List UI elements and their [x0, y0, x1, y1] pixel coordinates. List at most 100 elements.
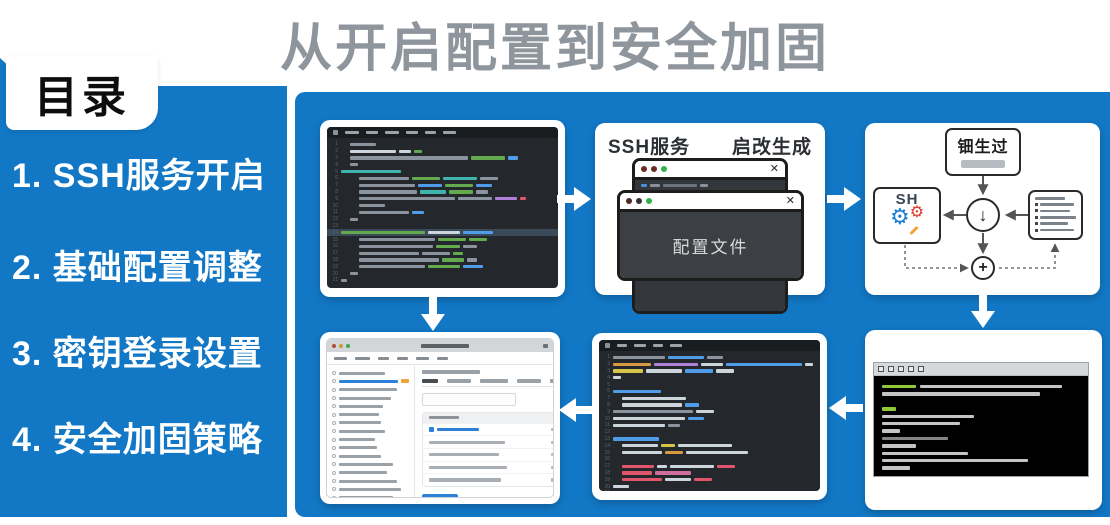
- code-tokens: [613, 355, 723, 359]
- code-tokens: [341, 244, 477, 248]
- code-token-bar: [359, 190, 417, 194]
- terminal-text-area: [874, 376, 1088, 472]
- document-list-box: [1028, 190, 1083, 240]
- window-control-icon: [543, 343, 548, 348]
- terminal-line: [882, 390, 1080, 397]
- menu-item-bar: [437, 356, 448, 360]
- keygen-label-box: 钿生过: [945, 128, 1021, 176]
- code-tokens: [341, 142, 376, 146]
- line-number: 6: [335, 175, 338, 182]
- terminal-text-bar: [882, 414, 974, 418]
- line-number: 16: [332, 243, 338, 250]
- code-token-bar: [696, 410, 714, 414]
- titlebar-glyph-icon: [918, 366, 924, 372]
- list-row: [423, 460, 553, 474]
- code-token-bar: [359, 244, 433, 248]
- breadcrumb-bar: [422, 370, 480, 374]
- ssh-tool-label: SH: [895, 191, 919, 208]
- flow-arrow-down-icon: [419, 296, 447, 332]
- code-token-bar: [341, 231, 425, 235]
- row-meta: [551, 427, 553, 432]
- code-editor-window: 12345678910111213141516171819202122: [599, 340, 820, 491]
- code-line: 12: [327, 216, 558, 223]
- code-line: 14: [599, 442, 820, 449]
- code-token-bar: [412, 176, 440, 180]
- code-tokens: [341, 183, 492, 187]
- toc-item: 1. SSH服务开启: [12, 157, 266, 195]
- terminal-text-bar: [882, 421, 960, 426]
- tab-item: [422, 378, 438, 383]
- bullet-icon: [1035, 215, 1038, 219]
- tree-item-label: [339, 454, 381, 458]
- code-token-bar: [341, 169, 401, 174]
- app-titlebar: [327, 339, 553, 352]
- code-tokens: [341, 265, 483, 269]
- menu-item-bar: [670, 344, 682, 347]
- code-token-bar: [471, 156, 505, 160]
- code-tokens: [613, 362, 813, 366]
- code-line: 3: [599, 368, 820, 375]
- terminal-line: [882, 435, 1080, 442]
- terminal-text-bar: [882, 392, 1040, 396]
- code-line: 1: [599, 354, 820, 361]
- terminal-line: [882, 383, 1080, 390]
- code-token-bar: [495, 197, 517, 201]
- config-file-window: ✕ 配置文件: [617, 190, 804, 281]
- terminal-window: [873, 362, 1089, 477]
- code-token-bar: [613, 376, 621, 380]
- line-number: 12: [332, 216, 338, 223]
- tree-item: [332, 402, 409, 410]
- code-line: 10: [599, 415, 820, 422]
- code-tokens: [341, 217, 358, 221]
- code-line: 16: [599, 456, 820, 463]
- code-tokens: [613, 450, 748, 455]
- menu-item-bar: [416, 356, 429, 360]
- code-tokens: [613, 369, 734, 373]
- code-tokens: [341, 156, 518, 160]
- line-number: 7: [607, 395, 610, 402]
- code-token-bar: [668, 423, 680, 427]
- diagram-connectors: [904, 176, 1060, 273]
- line-number: 14: [604, 442, 610, 449]
- code-token-bar: [418, 183, 442, 187]
- terminal-line: [882, 450, 1080, 457]
- tree-item-label: [339, 479, 397, 483]
- terminal-text-bar: [882, 444, 916, 448]
- code-tokens: [341, 203, 385, 208]
- code-line: 20: [327, 270, 558, 277]
- editor-menubar: [599, 340, 820, 351]
- code-token-bar: [399, 149, 411, 153]
- code-token-bar: [476, 190, 488, 194]
- menu-item-bar: [366, 131, 378, 134]
- code-tokens: [613, 423, 680, 427]
- tree-item-icon: [332, 412, 336, 417]
- tree-item: [332, 369, 409, 377]
- code-line: 14: [327, 229, 558, 237]
- terminal-line: [882, 413, 1080, 420]
- code-token-bar: [359, 251, 419, 255]
- tree-item: [332, 386, 409, 394]
- code-token-bar: [350, 149, 396, 153]
- tab-item: [517, 379, 541, 383]
- line-number: 9: [335, 195, 338, 202]
- window-dot-icon: [332, 343, 336, 348]
- line-number: 9: [607, 408, 610, 415]
- close-icon: ✕: [785, 194, 795, 207]
- code-token-bar: [654, 362, 698, 366]
- code-tokens: [613, 437, 659, 441]
- result-list: [422, 411, 553, 487]
- titlebar-glyph-icon: [908, 366, 914, 372]
- flow-step6-terminal-output: [865, 330, 1102, 510]
- code-token-bar: [622, 403, 682, 407]
- toolbar-bar: [700, 184, 708, 187]
- terminal-line: [882, 405, 1080, 412]
- code-token-bar: [613, 389, 661, 393]
- tree-item-icon: [332, 470, 336, 475]
- primary-button: [422, 493, 458, 497]
- keygen-progress-bar: [961, 160, 1005, 168]
- row-meta: [551, 440, 553, 444]
- list-row: [423, 473, 553, 486]
- code-line: 6: [327, 175, 558, 182]
